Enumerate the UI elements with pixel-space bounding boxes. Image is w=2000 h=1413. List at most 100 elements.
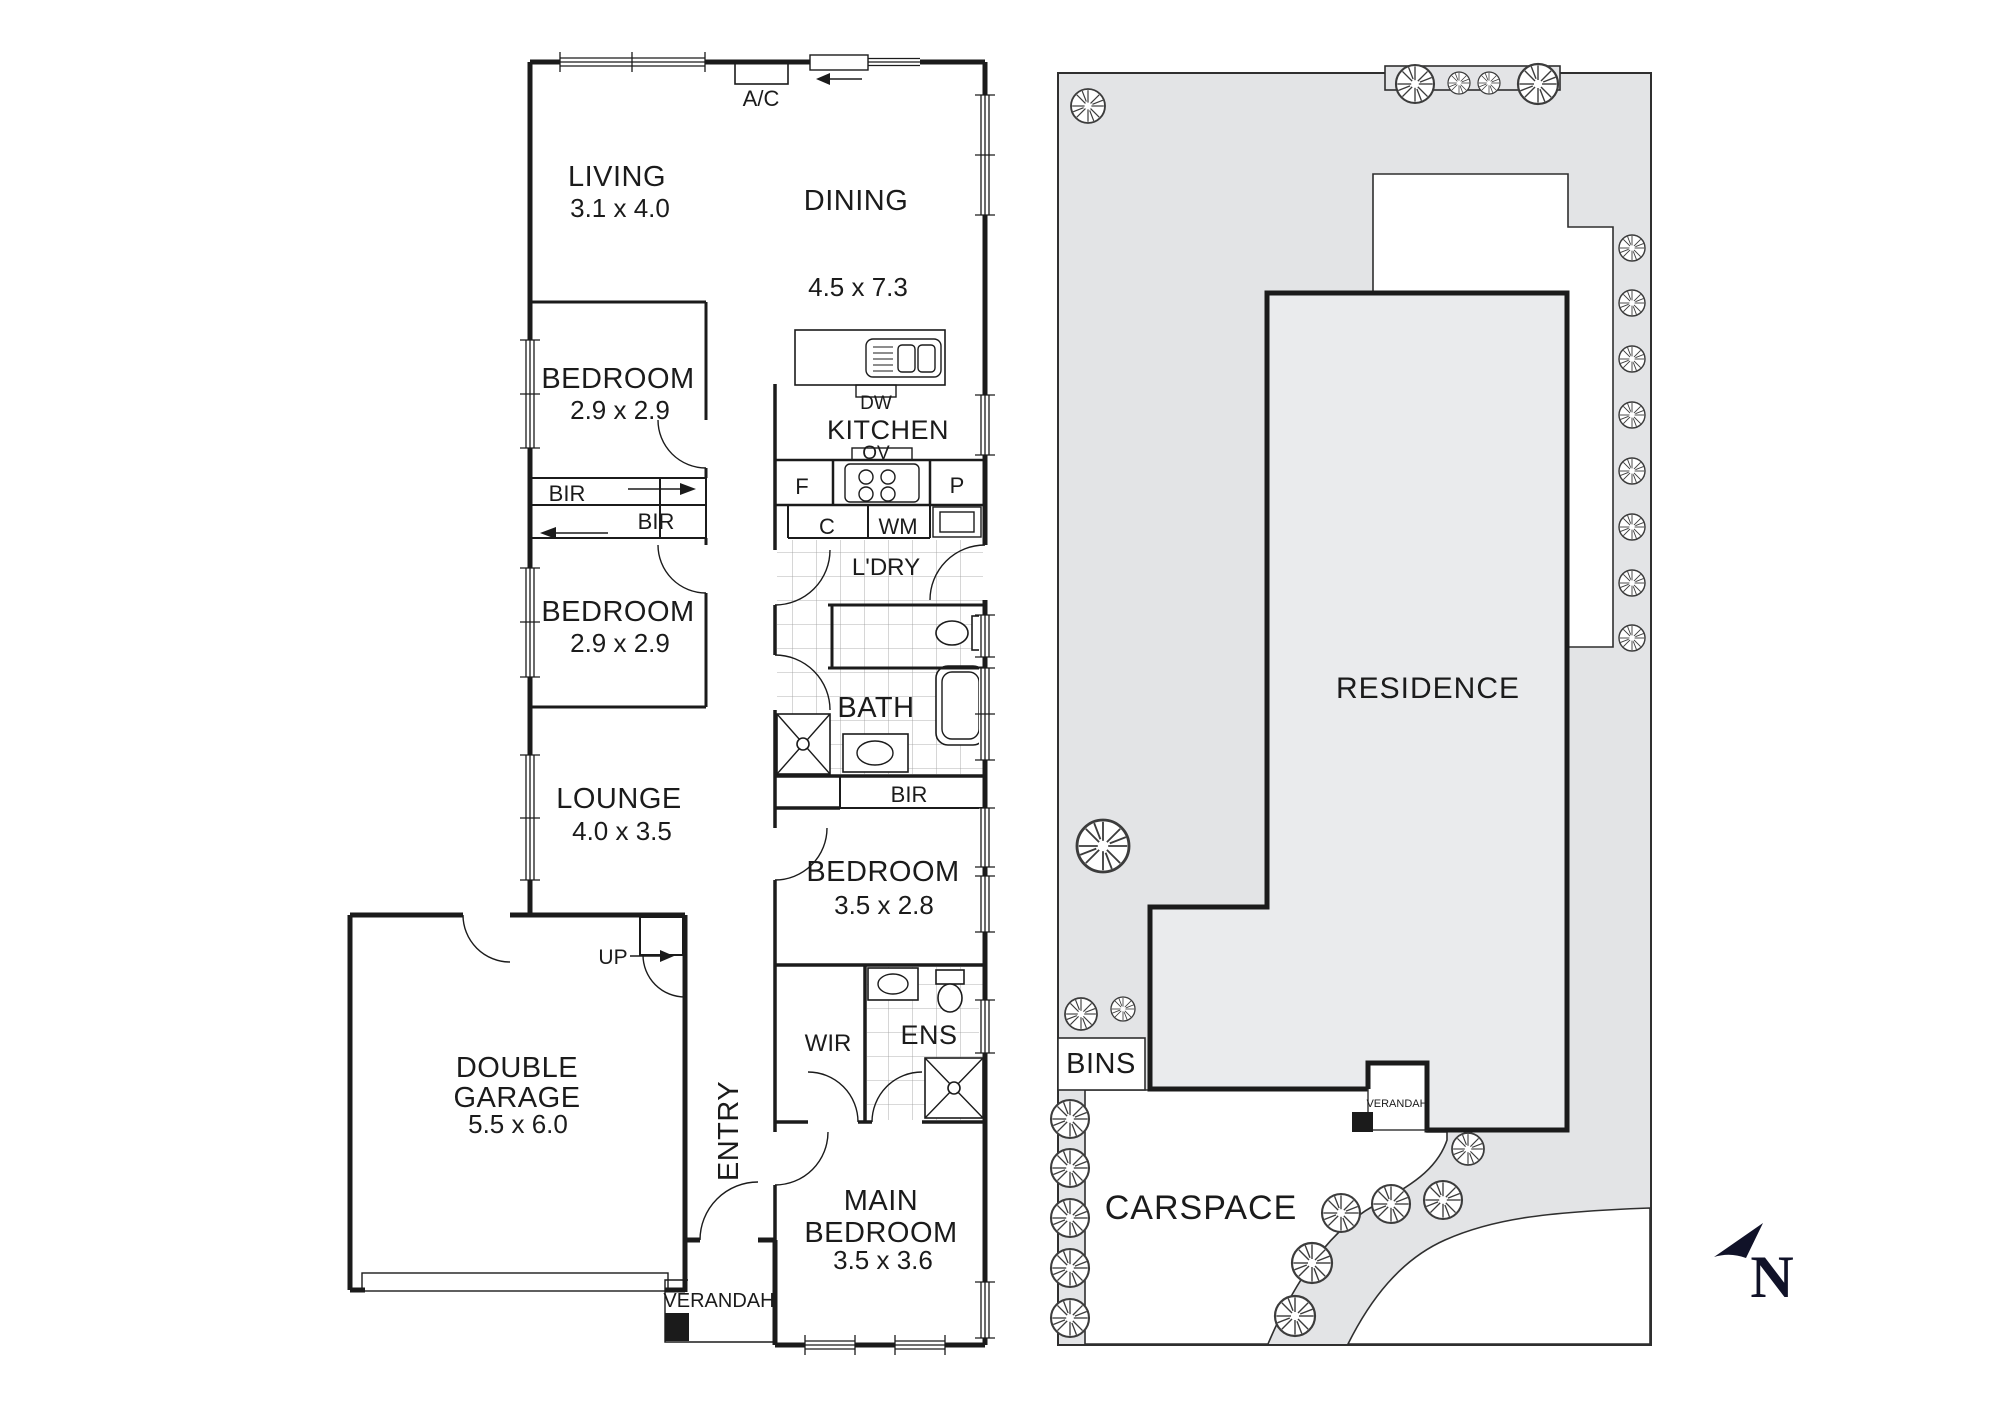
lounge-dims: 4.0 x 3.5	[572, 816, 672, 846]
tree-icon	[1049, 1197, 1091, 1239]
dishwasher-label: DW	[860, 393, 892, 414]
kitchen-sink-icon	[865, 338, 942, 378]
pantry-label: P	[950, 473, 965, 498]
entry-label: ENTRY	[713, 1081, 745, 1181]
cooktop-icon	[844, 463, 920, 503]
tree-icon	[1451, 1132, 1485, 1166]
cupboard-label: C	[819, 514, 835, 539]
oven-box	[851, 447, 913, 461]
tree-icon	[1618, 457, 1646, 485]
ensuite-fixtures	[867, 967, 984, 1119]
room-labels: LIVING 3.1 x 4.0 DINING 4.5 x 7.3 A/C BE…	[453, 86, 964, 1312]
window-right-kitchen	[975, 394, 995, 456]
up-arrow-icon	[660, 950, 674, 962]
fridge-label: F	[795, 474, 808, 499]
bedroom1-dims: 2.9 x 2.9	[570, 395, 670, 425]
site-verandah-label: VERANDAH	[1366, 1098, 1427, 1110]
site-verandah-post-icon	[1352, 1112, 1373, 1132]
main-bedroom-label-1: MAIN	[844, 1185, 919, 1217]
tree-icon	[1320, 1192, 1362, 1234]
door-arc-main-bedroom	[774, 1131, 829, 1186]
bedroom2-label: BEDROOM	[541, 596, 694, 628]
kitchen-label: KITCHEN	[827, 415, 949, 445]
window-right-bedroom3-a	[975, 807, 995, 868]
door-arc-laundry	[774, 549, 831, 606]
window-right-main-bedroom	[975, 1281, 995, 1339]
basin-icon	[856, 740, 894, 766]
garage-label-1: DOUBLE	[456, 1052, 578, 1084]
laundry-row	[787, 505, 982, 539]
window-right-wc	[975, 614, 995, 658]
tree-icon	[1049, 1098, 1091, 1140]
north-indicator: N	[1714, 1223, 1794, 1310]
window-left-bedroom2	[520, 567, 540, 678]
wm-label: WM	[878, 514, 917, 539]
window-bottom-main-a	[804, 1335, 856, 1355]
door-arc-bedroom2	[657, 544, 707, 594]
verandah-label: VERANDAH	[663, 1290, 774, 1312]
tree-icon	[1618, 401, 1646, 429]
tree-icon	[1422, 1179, 1464, 1221]
site-carspace-label: CARSPACE	[1105, 1189, 1298, 1227]
garage-label-2: GARAGE	[453, 1082, 580, 1114]
door-arc-ens	[871, 1071, 923, 1123]
bedroom3-label: BEDROOM	[806, 856, 959, 888]
ens-label: ENS	[900, 1020, 957, 1050]
window-left-bedroom1	[520, 339, 540, 449]
windows	[520, 52, 995, 1355]
laundry-label: L'DRY	[852, 554, 920, 581]
wir-label: WIR	[805, 1030, 852, 1057]
tree-icon	[1618, 345, 1646, 373]
verandah-outline	[664, 1279, 775, 1343]
tree-icon	[1618, 289, 1646, 317]
kitchen-island	[794, 329, 946, 398]
tree-icon	[1064, 997, 1098, 1031]
tree-icon	[1370, 1183, 1412, 1225]
tree-icon	[1477, 71, 1501, 95]
window-top-living	[559, 52, 706, 72]
slider-panel	[809, 54, 869, 71]
door-arcs	[462, 419, 986, 1241]
basin-icon	[877, 973, 909, 995]
tree-icon	[1273, 1294, 1317, 1338]
north-label: N	[1750, 1244, 1793, 1310]
step-landing	[639, 916, 684, 956]
toilet-icon	[935, 620, 969, 646]
oven-label: OV	[862, 443, 890, 464]
dining-dims: 4.5 x 7.3	[808, 272, 908, 302]
bath-label: BATH	[837, 692, 914, 724]
door-arc-garage-side	[462, 914, 511, 963]
ac-label: A/C	[743, 86, 780, 111]
toilet-icon	[937, 983, 963, 1013]
site-plan: RESIDENCE BINS CARSPACE VERANDAH	[1049, 62, 1652, 1346]
tree-icon	[1618, 569, 1646, 597]
door-arc-laundry-external	[929, 544, 986, 601]
site-residence-label: RESIDENCE	[1336, 672, 1520, 705]
bir-band	[530, 477, 707, 539]
ens-vanity	[867, 967, 919, 1001]
site-bins-label: BINS	[1066, 1048, 1136, 1080]
door-arc-bedroom1	[657, 419, 707, 469]
tree-icon	[1075, 818, 1131, 874]
dining-label: DINING	[804, 185, 909, 217]
bir3-label: BIR	[891, 782, 928, 807]
site-bins-box	[1057, 1037, 1146, 1091]
door-arc-wir	[807, 1071, 859, 1123]
window-right-bedroom3-b	[975, 875, 995, 933]
tree-icon	[1049, 1147, 1091, 1189]
floor-plan: LIVING 3.1 x 4.0 DINING 4.5 x 7.3 A/C BE…	[347, 52, 995, 1355]
bedroom1-label: BEDROOM	[541, 363, 694, 395]
tree-icon	[1447, 71, 1471, 95]
toilet-cistern	[935, 969, 965, 985]
exterior-walls	[347, 59, 988, 1348]
door-arc-bedroom3	[774, 827, 828, 881]
window-bottom-main-b	[894, 1335, 946, 1355]
tree-icon	[1049, 1247, 1091, 1289]
bir1-label: BIR	[549, 481, 586, 506]
window-left-lounge	[520, 754, 540, 881]
shower-drain	[796, 737, 810, 751]
slide-arrow-left-icon	[540, 527, 556, 539]
living-label: LIVING	[568, 161, 666, 193]
